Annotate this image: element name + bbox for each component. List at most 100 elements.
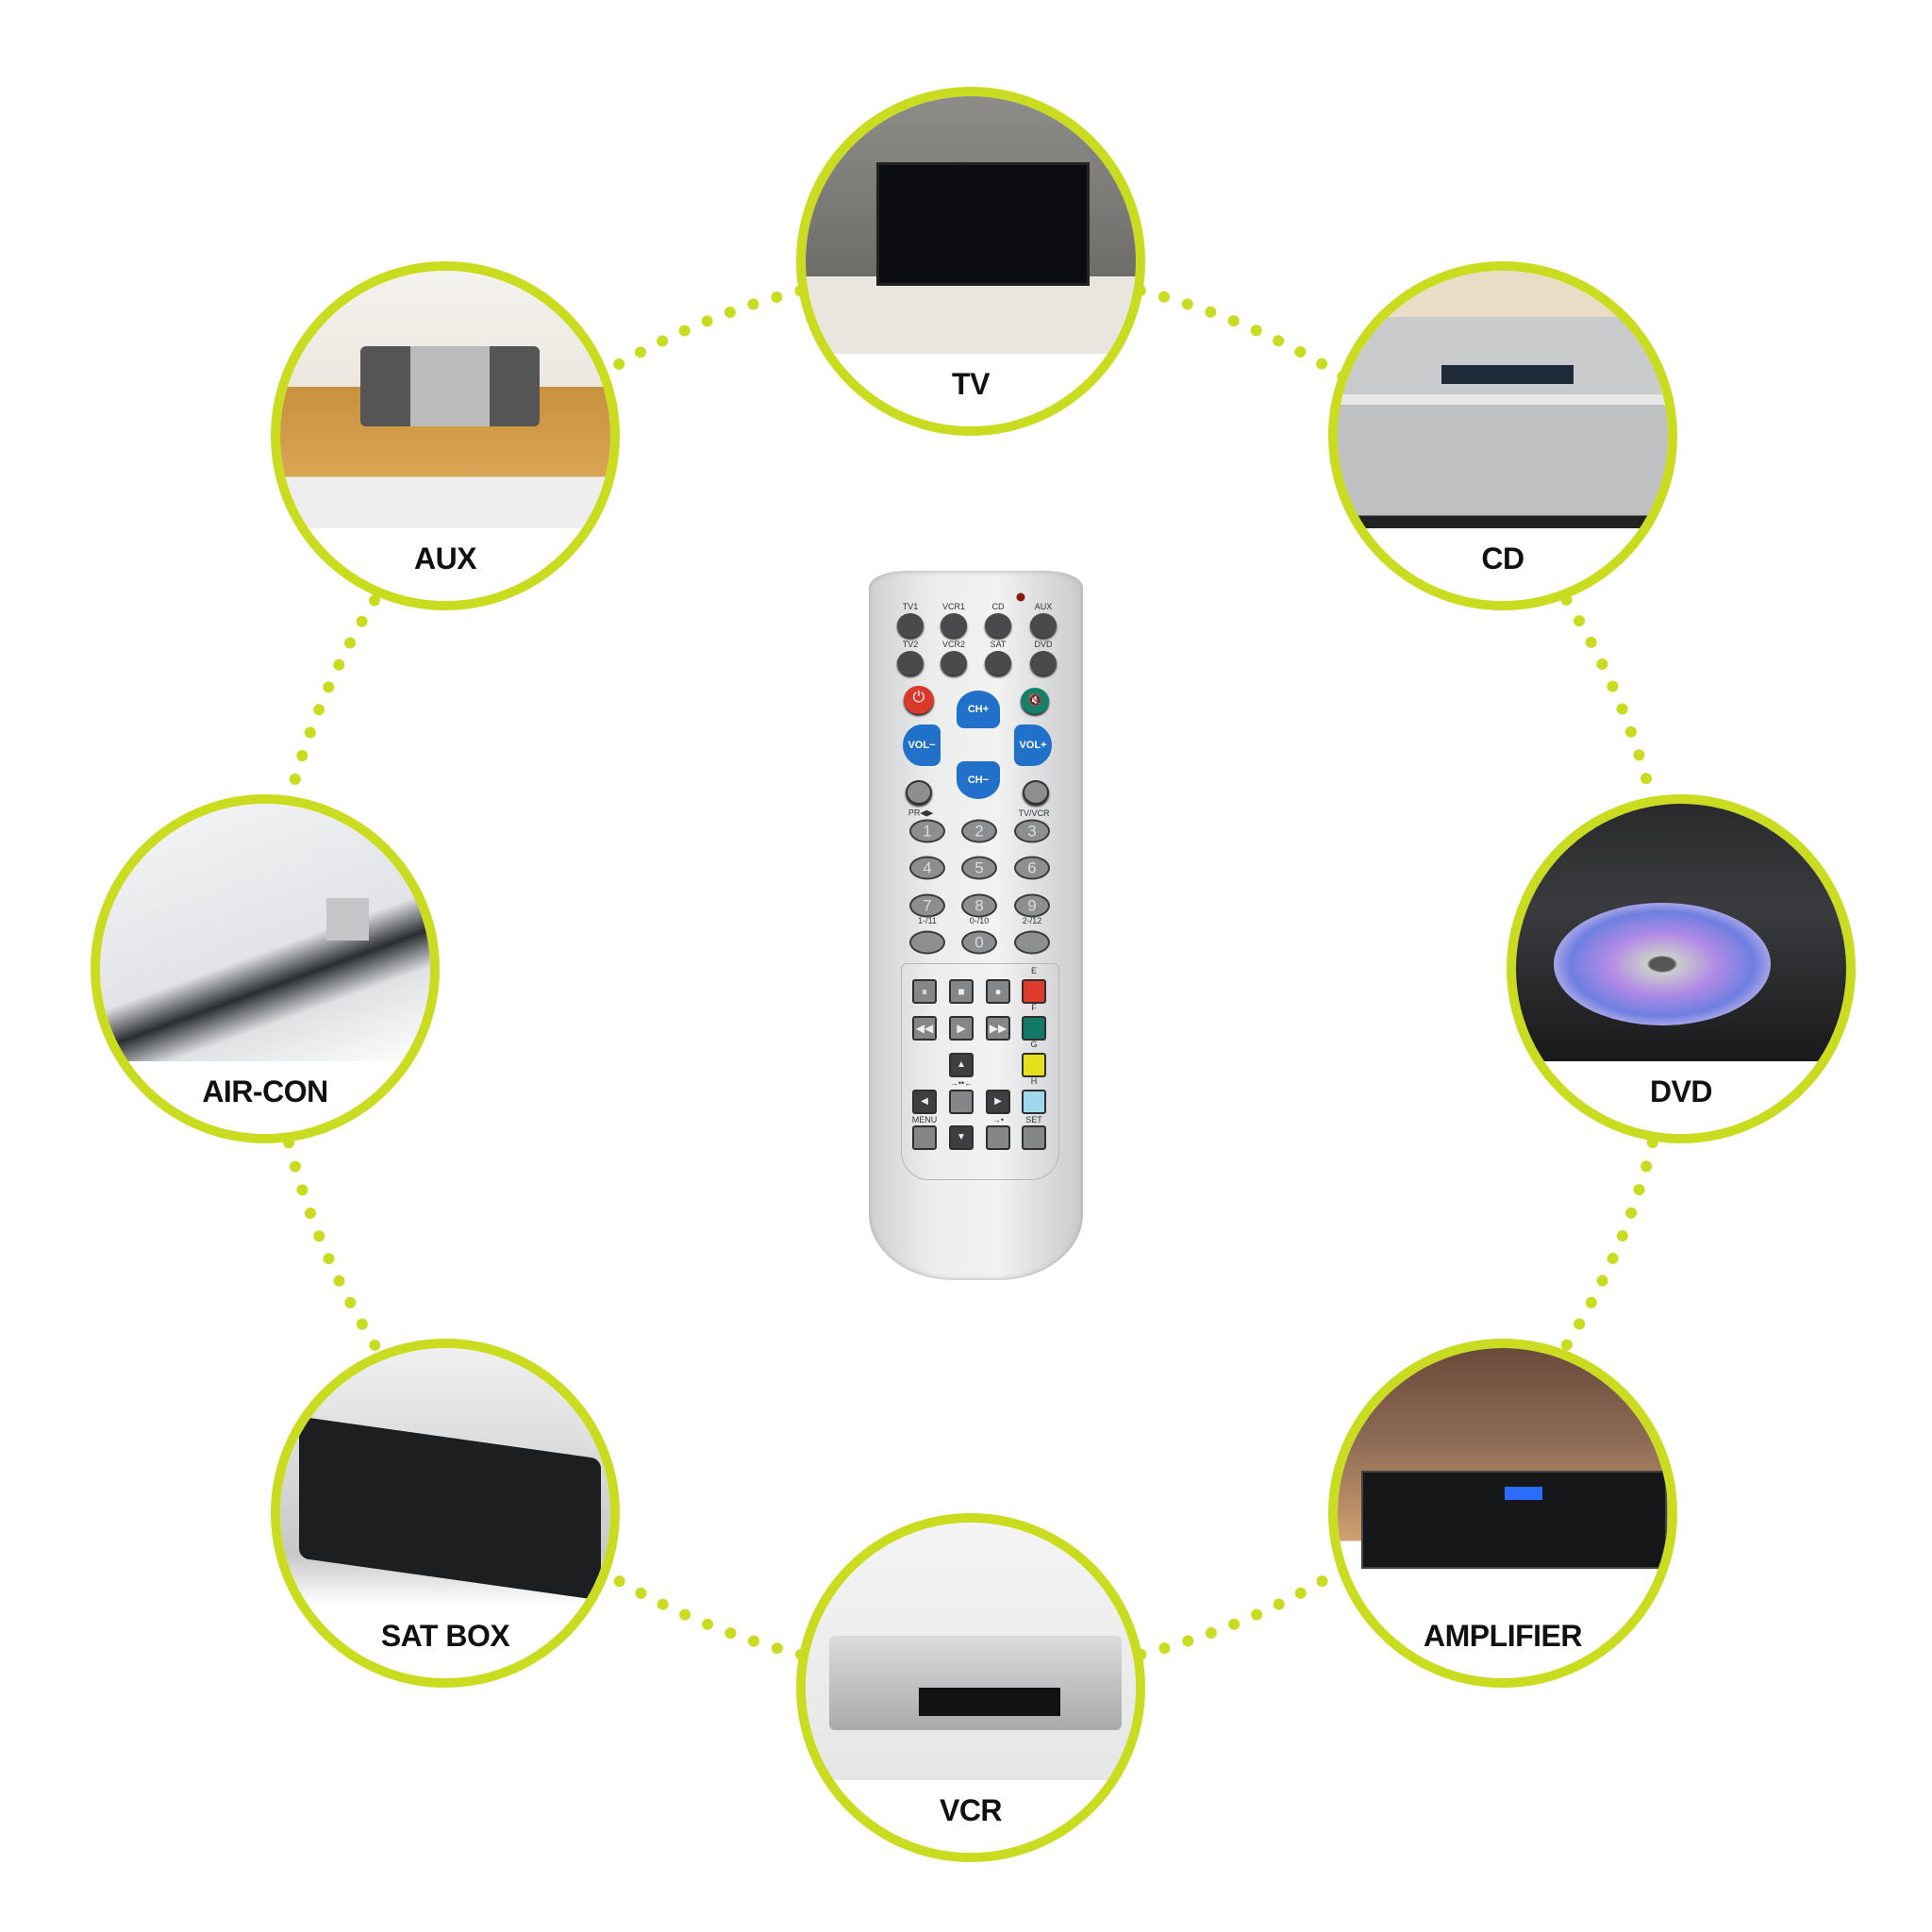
- source-label: DVD: [1034, 640, 1053, 649]
- number-button[interactable]: 5: [961, 856, 997, 880]
- satbox-image: [280, 1348, 610, 1606]
- color-button-h[interactable]: [1022, 1090, 1046, 1114]
- skip-button[interactable]: [986, 1125, 1010, 1150]
- vcr-image: [806, 1523, 1136, 1780]
- amplifier-image: [1338, 1348, 1668, 1606]
- channel-up-button[interactable]: CH+: [957, 691, 1000, 728]
- number-button[interactable]: [1014, 930, 1050, 955]
- satellite-box: [299, 1416, 601, 1601]
- source-button-vcr1[interactable]: [941, 613, 967, 638]
- number-button[interactable]: 2: [961, 819, 997, 843]
- led-indicator: [1016, 592, 1025, 602]
- source-button-aux[interactable]: [1030, 613, 1057, 638]
- device-cd: CD: [1328, 261, 1677, 610]
- tv-vcr-label: TV/VCR: [1018, 808, 1050, 818]
- device-label: AUX: [280, 528, 610, 601]
- source-button-cd[interactable]: [985, 613, 1011, 638]
- device-amplifier: AMPLIFIER: [1328, 1339, 1677, 1688]
- ok-button[interactable]: [949, 1090, 974, 1114]
- universal-remote: TV1 VCR1 CD AUX TV2 VCR2 SAT DVD ⏻ 🔇 CH+ CH− VOL− VOL…: [869, 571, 1083, 1280]
- source-label: SAT: [990, 640, 1007, 649]
- dvd-image: [1516, 804, 1846, 1061]
- number-button[interactable]: 0: [961, 930, 997, 955]
- color-key-label: H: [1030, 1076, 1038, 1086]
- source-button-tv1[interactable]: [897, 613, 924, 638]
- device-vcr: VCR: [796, 1513, 1145, 1862]
- number-button[interactable]: [909, 930, 945, 955]
- device-label: AMPLIFIER: [1338, 1606, 1668, 1678]
- color-button-e[interactable]: [1022, 979, 1046, 1004]
- set-label: SET: [1025, 1115, 1042, 1124]
- device-satbox: SAT BOX: [271, 1339, 620, 1688]
- volume-down-button[interactable]: VOL−: [903, 724, 941, 766]
- transport-button[interactable]: ■: [949, 979, 974, 1004]
- device-label: DVD: [1516, 1061, 1846, 1134]
- source-label: TV2: [902, 640, 919, 649]
- color-key-label: E: [1030, 966, 1038, 975]
- device-label: VCR: [806, 1780, 1136, 1853]
- number-button[interactable]: 3: [1014, 819, 1050, 843]
- remote-lower-panel: [901, 963, 1059, 1180]
- device-aux: AUX: [271, 261, 620, 610]
- device-label: TV: [806, 354, 1136, 426]
- color-button-g[interactable]: [1022, 1053, 1046, 1077]
- source-label: VCR1: [941, 602, 966, 611]
- source-label: CD: [991, 602, 1005, 611]
- volume-up-button[interactable]: VOL+: [1014, 724, 1052, 766]
- set-button[interactable]: [1022, 1125, 1046, 1150]
- source-label: TV1: [902, 602, 919, 611]
- pr-button[interactable]: [906, 780, 932, 805]
- device-tv: TV: [796, 87, 1145, 436]
- color-key-label: G: [1030, 1040, 1038, 1049]
- dvd-disc: [1554, 903, 1771, 1025]
- number-button[interactable]: 7: [909, 893, 945, 918]
- source-button-tv2[interactable]: [897, 651, 924, 675]
- aux-image: [280, 271, 610, 528]
- number-button[interactable]: 4: [909, 856, 945, 880]
- amplifier-unit: [1361, 1471, 1667, 1569]
- power-button[interactable]: ⏻: [904, 686, 934, 714]
- up-button[interactable]: ▲: [949, 1053, 974, 1077]
- skip2-label: →•: [991, 1115, 1005, 1124]
- vcr-unit: [829, 1636, 1122, 1730]
- transport-button[interactable]: ▶: [949, 1016, 974, 1041]
- number-sublabel: 2-/12: [1022, 916, 1042, 925]
- source-label: VCR2: [941, 640, 966, 649]
- source-button-sat[interactable]: [985, 651, 1011, 675]
- source-button-dvd[interactable]: [1030, 651, 1057, 675]
- transport-button[interactable]: ▶▶: [986, 1016, 1010, 1041]
- pr-label: PR◀▶: [908, 808, 934, 818]
- device-label: AIR-CON: [100, 1061, 430, 1134]
- source-button-vcr2[interactable]: [941, 651, 967, 675]
- tv-image: [806, 96, 1136, 354]
- left-button[interactable]: ◀: [912, 1090, 937, 1114]
- mute-button[interactable]: 🔇: [1021, 688, 1049, 714]
- number-button[interactable]: 1: [909, 819, 945, 843]
- menu-label: MENU: [911, 1115, 938, 1124]
- tv-vcr-button[interactable]: [1023, 780, 1049, 805]
- number-button[interactable]: 6: [1014, 856, 1050, 880]
- aircon-image: [100, 804, 430, 1061]
- device-label: CD: [1338, 528, 1668, 601]
- channel-down-button[interactable]: CH−: [957, 761, 1000, 799]
- down-button[interactable]: ▼: [949, 1125, 974, 1150]
- hifi-speakers: [360, 346, 540, 426]
- number-sublabel: 1-/11: [918, 916, 937, 925]
- transport-button[interactable]: ●: [986, 979, 1010, 1004]
- transport-button[interactable]: ◀◀: [912, 1016, 937, 1041]
- number-sublabel: 0-/10: [969, 916, 990, 925]
- color-key-label: F: [1031, 1003, 1037, 1012]
- aircon-panel: [326, 898, 369, 941]
- right-button[interactable]: ▶: [986, 1090, 1010, 1114]
- number-button[interactable]: 9: [1014, 893, 1050, 918]
- color-button-f[interactable]: [1022, 1016, 1046, 1041]
- skip-label: →••←: [949, 1078, 974, 1088]
- device-aircon: AIR-CON: [91, 794, 440, 1143]
- number-button[interactable]: 8: [961, 893, 997, 918]
- device-dvd: DVD: [1507, 794, 1856, 1143]
- tv-screen: [876, 162, 1090, 286]
- menu-button[interactable]: [912, 1125, 937, 1150]
- transport-button[interactable]: ⏸: [912, 979, 937, 1004]
- source-label: AUX: [1034, 602, 1053, 611]
- cd-tray: [1441, 365, 1574, 384]
